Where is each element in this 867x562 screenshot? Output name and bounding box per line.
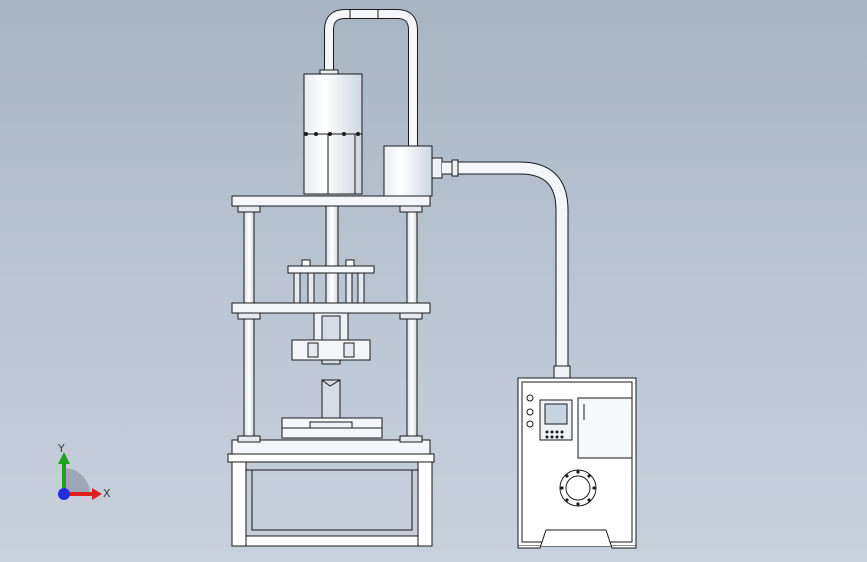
x-axis-label: X (103, 487, 111, 500)
y-axis-label: Y (58, 442, 65, 455)
moving-plate (287, 259, 375, 304)
coordinate-triad-icon (58, 452, 102, 500)
side-hose (442, 159, 571, 379)
hydraulic-cylinder (303, 69, 363, 195)
top-hose (324, 9, 418, 148)
valve-block (383, 145, 443, 197)
base-frame (227, 435, 435, 547)
lower-die (281, 379, 383, 439)
power-unit-cabinet[interactable] (517, 377, 637, 549)
upper-die (291, 312, 371, 365)
